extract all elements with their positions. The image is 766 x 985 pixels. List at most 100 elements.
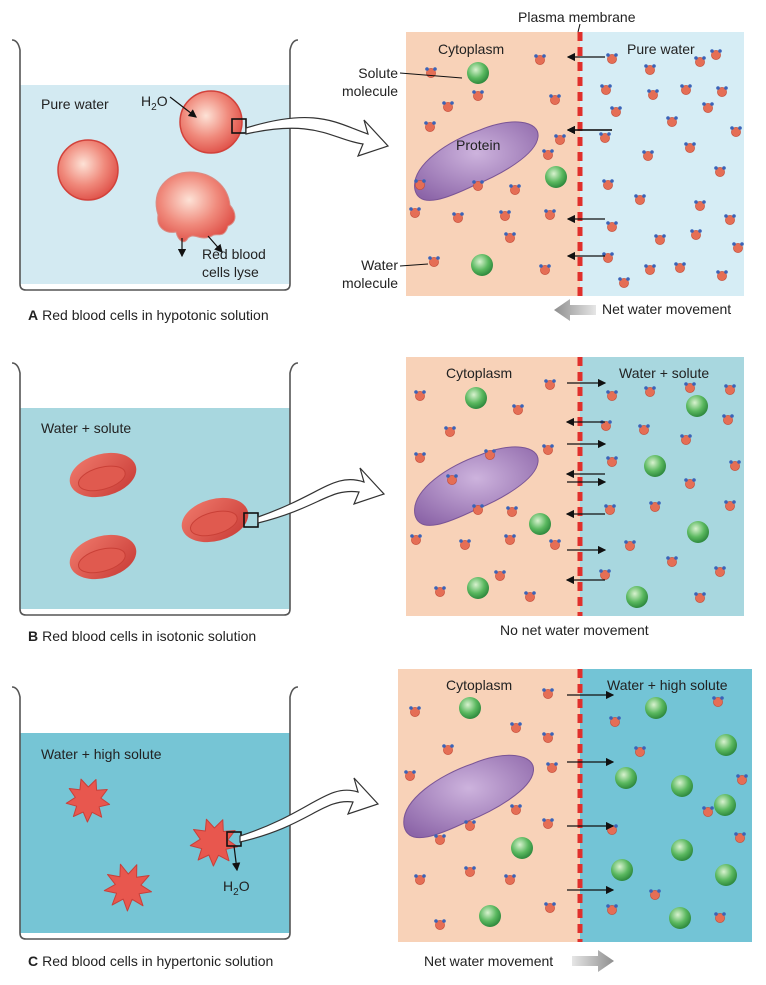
water-molecule-icon <box>694 592 706 603</box>
water-molecule-icon <box>434 919 446 930</box>
water-molecule-icon <box>642 150 654 161</box>
movement-label-c: Net water movement <box>424 953 554 969</box>
zoom-right-label-c: Water + high solute <box>607 677 728 693</box>
water-molecule-icon <box>674 262 686 273</box>
solute-molecule-icon <box>669 907 691 929</box>
water-molecule-icon <box>542 149 554 160</box>
water-molecule-icon <box>606 904 618 915</box>
red-blood-cell-icon <box>69 452 137 498</box>
zoom-panel-b <box>406 357 744 616</box>
water-molecule-icon <box>722 414 734 425</box>
water-molecule-icon <box>409 207 421 218</box>
movement-label-b: No net water movement <box>500 622 649 638</box>
water-molecule-icon <box>539 264 551 275</box>
water-molecule-icon <box>724 500 736 511</box>
water-molecule-icon <box>414 874 426 885</box>
red-blood-cell-icon <box>57 139 119 201</box>
red-blood-cell-icon <box>181 497 249 543</box>
water-molecule-icon <box>647 89 659 100</box>
lyse-label-line1: Red blood <box>202 246 266 262</box>
water-molecule-icon <box>542 818 554 829</box>
water-molecule-icon <box>680 434 692 445</box>
water-molecule-icon <box>602 179 614 190</box>
water-molecule-icon <box>624 540 636 551</box>
solute-molecule-icon <box>511 837 533 859</box>
water-molecule-icon <box>694 56 706 67</box>
water-symbol-a: H2O <box>141 93 168 113</box>
water-molecule-icon <box>654 234 666 245</box>
cytoplasm-label-b: Cytoplasm <box>446 365 513 381</box>
water-molecule-icon <box>404 770 416 781</box>
water-molecule-icon <box>599 132 611 143</box>
water-molecule-icon <box>424 121 436 132</box>
lyse-label-line2: cells lyse <box>202 264 259 280</box>
water-molecule-icon <box>694 200 706 211</box>
beaker-icon <box>11 39 299 291</box>
protein-icon <box>403 754 534 839</box>
zoom-callout-arrow-c <box>239 777 380 843</box>
water-molecule-icon <box>729 460 741 471</box>
solute-molecule-icon <box>611 859 633 881</box>
solute-molecule-icon <box>459 697 481 719</box>
water-molecule-icon <box>736 774 748 785</box>
solute-molecule-icon <box>671 775 693 797</box>
water-molecule-icon <box>716 86 728 97</box>
water-molecule-icon <box>599 569 611 580</box>
water-molecule-icon <box>600 420 612 431</box>
solute-molecule-icon <box>686 395 708 417</box>
water-molecule-icon <box>524 591 536 602</box>
water-molecule-icon <box>618 277 630 288</box>
water-molecule-icon <box>684 478 696 489</box>
water-molecule-icon <box>504 232 516 243</box>
red-blood-cell-crenated-icon <box>189 818 238 867</box>
water-molecule-icon <box>544 902 556 913</box>
water-molecule-icon <box>602 252 614 263</box>
water-molecule-icon <box>472 504 484 515</box>
solute-label-line1: Solute <box>358 65 398 81</box>
red-blood-cell-crenated-icon <box>65 778 111 823</box>
water-molecule-icon <box>499 210 511 221</box>
water-molecule-icon <box>442 101 454 112</box>
water-molecule-icon <box>542 732 554 743</box>
water-molecule-icon <box>690 229 702 240</box>
water-molecule-icon <box>610 106 622 117</box>
water-molecule-icon <box>434 834 446 845</box>
water-molecule-icon <box>509 184 521 195</box>
solute-molecule-icon <box>465 387 487 409</box>
water-molecule-icon <box>606 53 618 64</box>
water-molecule-icon <box>712 696 724 707</box>
red-blood-cell-icon <box>69 534 137 580</box>
water-molecule-icon <box>472 180 484 191</box>
water-molecule-icon <box>730 126 742 137</box>
water-molecule-icon <box>442 744 454 755</box>
solute-molecule-icon <box>714 794 736 816</box>
movement-label-a: Net water movement <box>602 301 732 317</box>
water-molecule-icon <box>638 424 650 435</box>
water-molecule-icon <box>512 404 524 415</box>
water-molecule-icon <box>684 382 696 393</box>
solute-molecule-icon <box>479 905 501 927</box>
net-movement-arrow <box>572 950 614 972</box>
water-molecule-icon <box>542 688 554 699</box>
water-molecule-icon <box>544 379 556 390</box>
solute-label-line2: molecule <box>341 83 398 99</box>
water-molecule-icon <box>634 194 646 205</box>
water-molecule-icon <box>446 474 458 485</box>
solute-molecule-icon <box>687 521 709 543</box>
water-label-line1: Water <box>361 257 398 273</box>
water-molecule-icon <box>510 804 522 815</box>
beaker-solution <box>20 733 290 933</box>
water-molecule-icon <box>554 134 566 145</box>
zoom-right-label-a: Pure water <box>627 41 695 57</box>
solute-molecule-icon <box>715 864 737 886</box>
beaker-b <box>11 362 299 616</box>
protein-icon <box>414 446 539 526</box>
water-molecule-icon <box>606 390 618 401</box>
water-molecule-icon <box>414 390 426 401</box>
red-blood-cell-icon <box>179 90 243 154</box>
water-molecule-icon <box>714 166 726 177</box>
water-molecule-icon <box>472 90 484 101</box>
protein-label: Protein <box>456 137 501 153</box>
beaker-icon <box>11 686 299 940</box>
